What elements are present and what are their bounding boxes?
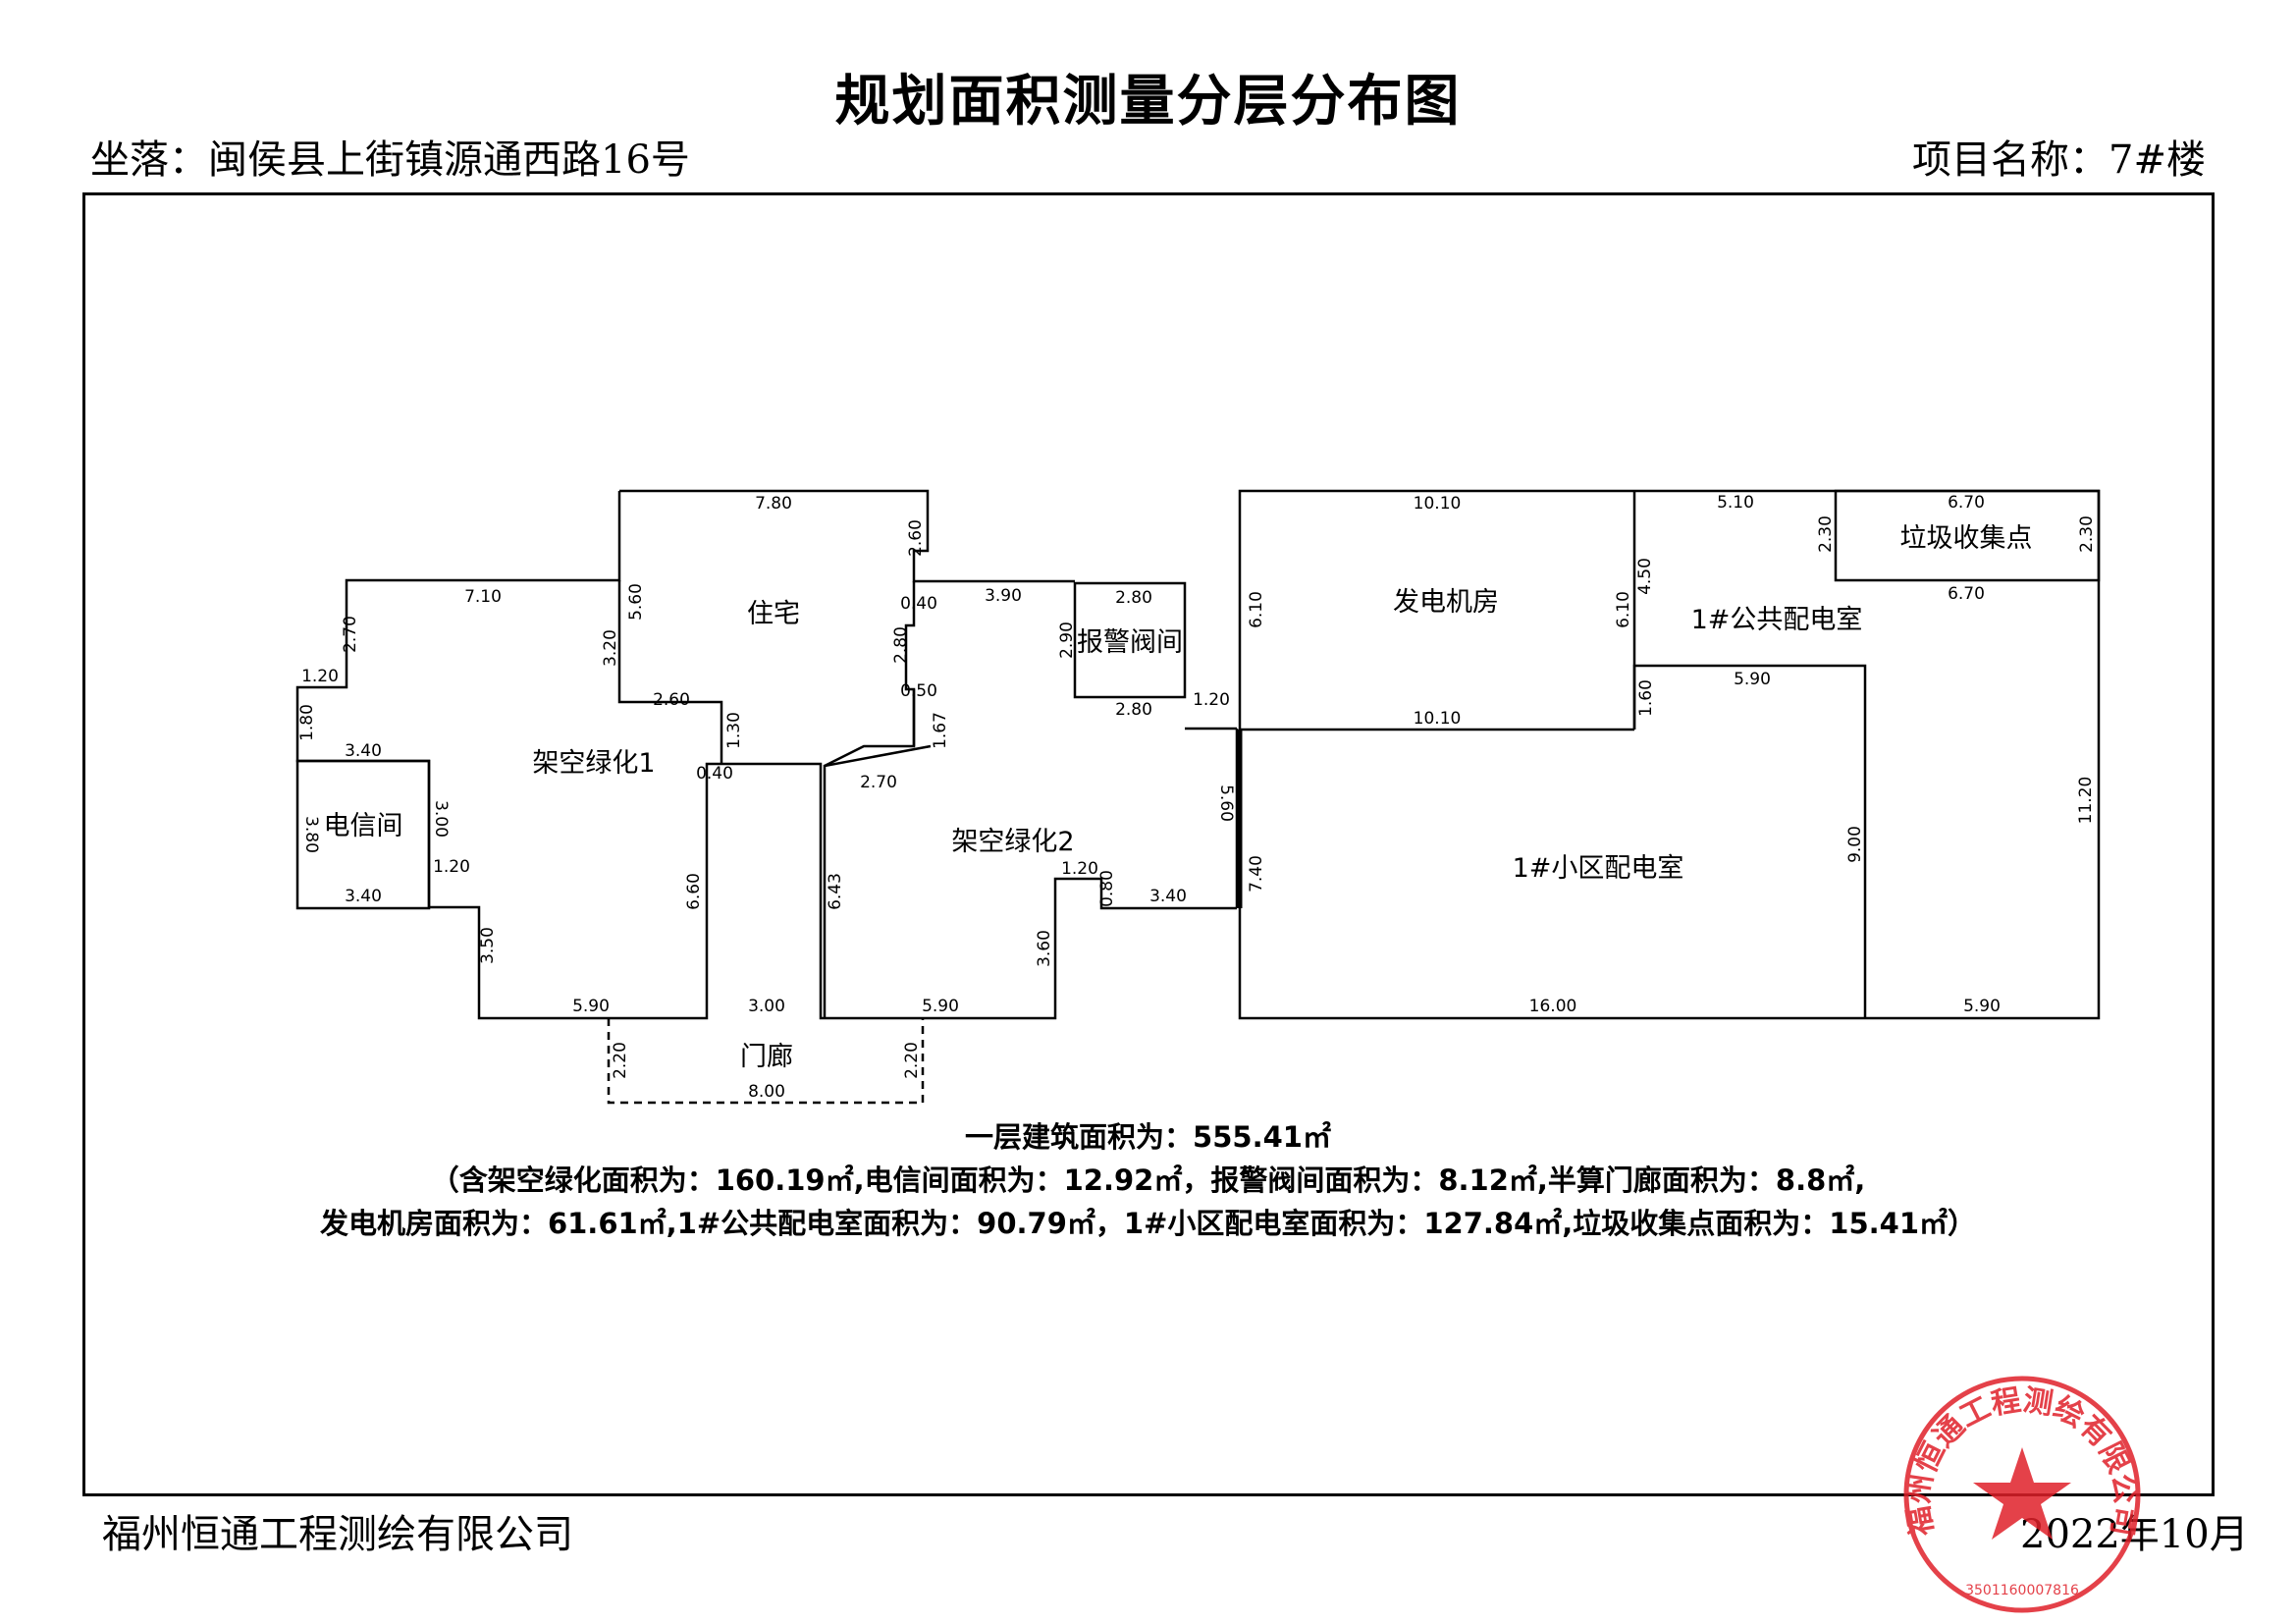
company-seal-stamp: 福州恒通工程测绘有限公司 3501160007816 bbox=[1901, 1376, 2143, 1613]
dim-label: 1.20 bbox=[301, 667, 339, 686]
public-room-boundary bbox=[1632, 664, 1867, 1018]
dim-label: 0.40 bbox=[696, 764, 733, 784]
stamp-star-icon bbox=[1973, 1447, 2071, 1540]
dim-label: 3.60 bbox=[1035, 930, 1054, 967]
dim-label: 3.50 bbox=[478, 927, 498, 964]
dim-label: 5.90 bbox=[572, 997, 610, 1016]
page-title: 规划面积测量分层分布图 bbox=[834, 70, 1462, 134]
dim-label: 10.10 bbox=[1414, 709, 1462, 729]
dim-label: 7.80 bbox=[755, 494, 792, 514]
dim-label: 3.20 bbox=[601, 629, 620, 667]
summary-detail-line-2: 发电机房面积为：61.61㎡,1#公共配电室面积为：90.79㎡，1#小区配电室… bbox=[319, 1207, 1977, 1240]
dim-label: 2.30 bbox=[2077, 515, 2097, 553]
greening2-left-wall bbox=[823, 744, 932, 1018]
plan-outlines bbox=[295, 489, 2101, 1020]
right-block-outline bbox=[1238, 489, 2101, 1020]
dim-label: 4.50 bbox=[1635, 558, 1655, 595]
dim-label: 2.70 bbox=[341, 616, 360, 653]
dim-label: 5.60 bbox=[1216, 785, 1236, 822]
dim-label: 2.80 bbox=[1115, 700, 1152, 720]
dim-label: 6.10 bbox=[1247, 591, 1266, 628]
dim-label: 11.20 bbox=[2076, 777, 2096, 825]
dim-label: 7.40 bbox=[1247, 855, 1266, 893]
dim-label: 2.80 bbox=[891, 626, 911, 664]
dim-label: 1.80 bbox=[297, 704, 317, 741]
room-residence: 住宅 bbox=[747, 599, 800, 629]
dim-label: 2.80 bbox=[1115, 588, 1152, 608]
dim-label: 3.40 bbox=[345, 887, 382, 906]
dim-label: 0.40 bbox=[900, 594, 937, 614]
summary-total-area: 一层建筑面积为：555.41㎡ bbox=[965, 1120, 1331, 1154]
left-building-outline bbox=[295, 491, 1237, 1020]
area-summary: 一层建筑面积为：555.41㎡ （含架空绿化面积为：160.19㎡,电信间面积为… bbox=[0, 1115, 2296, 1245]
dim-label: 1.20 bbox=[1193, 690, 1230, 710]
dim-label: 6.43 bbox=[826, 873, 845, 910]
dim-label: 2.90 bbox=[1057, 622, 1077, 659]
dim-label: 3.40 bbox=[1149, 887, 1187, 906]
dim-label: 9.00 bbox=[1845, 826, 1865, 863]
alarm-valve-room-outline bbox=[1073, 581, 1187, 699]
dim-label: 3.00 bbox=[431, 800, 451, 838]
telecom-room-outline bbox=[295, 759, 431, 910]
stamp-code: 3501160007816 bbox=[1965, 1583, 2079, 1598]
dim-label: 10.10 bbox=[1414, 494, 1462, 514]
room-alarm-valve: 报警阀间 bbox=[1077, 627, 1183, 658]
dim-label: 6.70 bbox=[1948, 584, 1985, 604]
room-community-distribution: 1#小区配电室 bbox=[1513, 853, 1684, 884]
dim-label: 2.30 bbox=[1816, 515, 1836, 553]
garbage-point-outline bbox=[1834, 489, 2101, 582]
dim-label: 0.80 bbox=[1097, 870, 1117, 907]
dim-label: 0.50 bbox=[900, 681, 937, 701]
dim-label: 1.20 bbox=[1061, 859, 1098, 879]
dim-label: 1.20 bbox=[433, 857, 470, 877]
project-name-label: 项目名称：7#楼 bbox=[1912, 137, 2206, 183]
room-greening-1: 架空绿化1 bbox=[532, 748, 655, 779]
dim-label: 5.90 bbox=[1963, 997, 2001, 1016]
company-name: 福州恒通工程测绘有限公司 bbox=[102, 1512, 573, 1557]
dim-label: 7.10 bbox=[464, 587, 502, 607]
left-building-outline-top bbox=[619, 489, 1075, 583]
location-label: 坐落：闽侯县上街镇源通西路16号 bbox=[90, 137, 690, 183]
dim-label: 2.70 bbox=[860, 773, 897, 792]
room-generator: 发电机房 bbox=[1393, 587, 1499, 618]
stamp-ring bbox=[1903, 1376, 2141, 1613]
dim-label: 6.70 bbox=[1948, 493, 1985, 513]
residence-left-wall bbox=[617, 580, 723, 764]
dim-label: 5.60 bbox=[626, 583, 646, 621]
room-telecom: 电信间 bbox=[324, 811, 403, 841]
dim-label: 8.00 bbox=[748, 1082, 785, 1102]
room-porch: 门廊 bbox=[740, 1042, 793, 1072]
dim-label: 1.67 bbox=[931, 712, 950, 749]
dim-label: 5.10 bbox=[1717, 493, 1754, 513]
dim-label: 2.20 bbox=[611, 1042, 630, 1079]
dim-label: 2.20 bbox=[902, 1042, 922, 1079]
room-garbage-point: 垃圾收集点 bbox=[1900, 523, 2033, 554]
dim-label: 3.90 bbox=[985, 586, 1022, 606]
dim-label: 1.30 bbox=[724, 712, 744, 749]
room-public-distribution: 1#公共配电室 bbox=[1691, 605, 1863, 635]
dim-label: 3.40 bbox=[345, 741, 382, 761]
porch-dashed-outline bbox=[607, 1018, 925, 1105]
dim-label: 6.60 bbox=[684, 873, 704, 910]
residence-right-wall bbox=[824, 581, 916, 768]
dim-label: 5.90 bbox=[922, 997, 959, 1016]
dim-label: 2.60 bbox=[906, 519, 926, 557]
dim-label: 3.00 bbox=[748, 997, 785, 1016]
room-greening-2: 架空绿化2 bbox=[951, 827, 1074, 857]
dim-label: 2.60 bbox=[653, 690, 690, 710]
summary-detail-line-1: （含架空绿化面积为：160.19㎡,电信间面积为：12.92㎡，报警阀间面积为：… bbox=[430, 1164, 1866, 1197]
dim-label: 6.10 bbox=[1614, 591, 1633, 628]
dim-label: 3.80 bbox=[301, 816, 321, 853]
dim-label: 16.00 bbox=[1529, 997, 1577, 1016]
dim-label: 5.90 bbox=[1734, 670, 1771, 689]
dim-label: 1.60 bbox=[1636, 679, 1656, 717]
drawing-frame bbox=[82, 192, 2215, 1496]
